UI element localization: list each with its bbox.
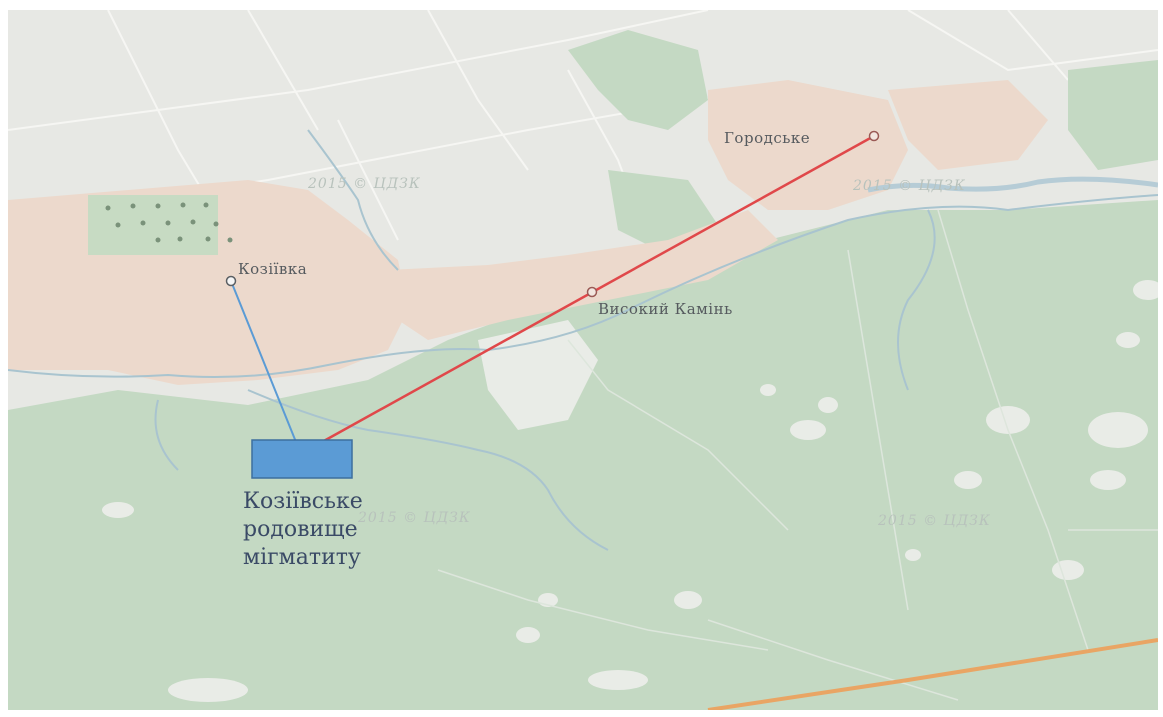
- forest-tracks: [437, 209, 1158, 701]
- deposit-marker[interactable]: [251, 439, 353, 479]
- distance-line-blue: [230, 280, 297, 443]
- deposit-label: Козіївське родовище мігматиту: [243, 489, 370, 570]
- orchard-area: [88, 195, 233, 255]
- rivers: [8, 129, 1158, 551]
- settlement-marker-horodske[interactable]: [868, 130, 880, 142]
- watermark: 2015 © ЦДЗК: [877, 513, 991, 529]
- deposit-label-line-3: мігматиту: [243, 545, 361, 570]
- watermark: 2015 © ЦДЗК: [357, 510, 471, 526]
- main-river: [867, 176, 1158, 193]
- deposit-label-line-2: родовище: [243, 517, 358, 542]
- clearings: [102, 280, 1158, 702]
- main-road: [707, 638, 1158, 710]
- settlement-label-koziivka: Козіївка: [238, 260, 307, 278]
- settlement-label-horodske: Городське: [724, 129, 810, 147]
- settlement-marker-koziivka[interactable]: [225, 275, 237, 287]
- watermark: 2015 © ЦДЗК: [852, 178, 966, 194]
- map-canvas[interactable]: 2015 © ЦДЗК 2015 © ЦДЗК 2015 © ЦДЗК 2015…: [8, 10, 1158, 710]
- settlement-marker-vysokyi[interactable]: [586, 286, 598, 298]
- settlement-label-vysokyi: Високий Камінь: [598, 300, 733, 318]
- forest-areas: [8, 30, 1158, 710]
- watermarks: 2015 © ЦДЗК 2015 © ЦДЗК 2015 © ЦДЗК 2015…: [307, 176, 991, 529]
- deposit-label-line-1: Козіївське: [243, 489, 363, 514]
- watermark: 2015 © ЦДЗК: [307, 176, 421, 192]
- distance-line-red: [321, 134, 875, 444]
